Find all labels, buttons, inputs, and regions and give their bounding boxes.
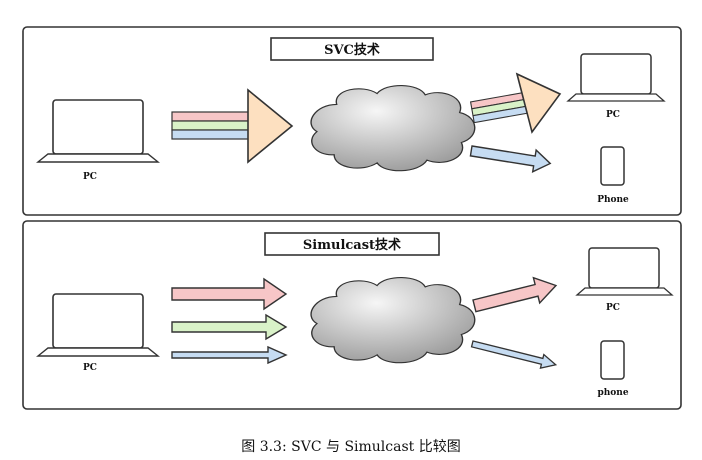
simulcast-receiver-laptop-icon	[575, 247, 674, 296]
svc-green-layer	[171, 120, 251, 131]
figure-caption: 图 3.3: SVC 与 Simulcast 比较图	[241, 439, 461, 455]
svc-blue-layer	[171, 129, 251, 140]
simulcast-phone-icon	[600, 340, 625, 380]
svc-sender-laptop-icon	[36, 99, 160, 163]
svc-layered-stream	[171, 111, 251, 140]
svc-receiver-pc-label: PC	[606, 110, 620, 120]
svc-sender-label: PC	[83, 172, 97, 182]
svc-red-layer	[171, 111, 251, 122]
simulcast-to-phone-arrow	[470, 340, 558, 369]
simulcast-sender-laptop-icon	[36, 293, 160, 357]
svc-panel: SVC技术 PC	[22, 26, 682, 216]
simulcast-sender-label: PC	[83, 363, 97, 373]
simulcast-title-box	[264, 232, 440, 256]
simulcast-receiver-pc-label: PC	[606, 303, 620, 313]
simulcast-green-stream-arrow	[171, 313, 288, 341]
svc-encoder-triangle	[247, 88, 294, 164]
svc-title: SVC技术	[324, 42, 380, 58]
simulcast-blue-stream-arrow	[171, 345, 288, 365]
svc-to-pc-stream	[469, 72, 562, 134]
svc-receiver-laptop-icon	[566, 53, 666, 102]
simulcast-to-pc-arrow	[472, 276, 558, 313]
svc-title-box	[270, 37, 434, 61]
simulcast-title: Simulcast技术	[303, 237, 401, 253]
svc-phone-icon	[600, 146, 625, 186]
svc-to-phone-arrow	[469, 145, 552, 174]
simulcast-red-stream-arrow	[171, 277, 288, 311]
simulcast-receiver-phone-label: phone	[597, 388, 628, 398]
simulcast-panel: Simulcast技术 PC PC phone	[22, 220, 682, 410]
svc-receiver-phone-label: Phone	[597, 195, 629, 205]
svc-receiver-triangle	[515, 72, 562, 134]
